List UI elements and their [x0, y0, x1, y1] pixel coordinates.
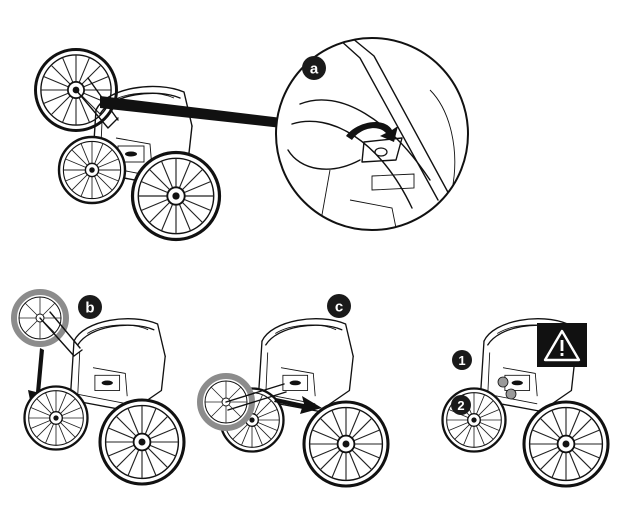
step-label-b-text: b [85, 300, 94, 317]
step-label-a: a [302, 56, 326, 80]
step-label-c: c [327, 294, 351, 318]
rear-wheel-right [130, 150, 222, 242]
warning-triangle-icon [537, 323, 587, 367]
zoom-detail-circle [275, 37, 469, 231]
check-point-1-text: 1 [458, 353, 465, 368]
check-point-2: 2 [451, 395, 471, 415]
step-c-illustration [197, 318, 390, 488]
step-b-illustration [11, 289, 186, 486]
step-label-c-text: c [335, 299, 343, 316]
step-label-a-text: a [310, 61, 319, 78]
step-label-b: b [78, 295, 102, 319]
top-overview-stroller [34, 48, 282, 242]
check-point-1: 1 [452, 350, 472, 370]
check-point-2-text: 2 [457, 398, 464, 413]
rear-wheel-left [57, 135, 127, 205]
latch-indicator-2 [505, 388, 517, 400]
latch-indicator-1 [497, 376, 509, 388]
check-illustration [441, 318, 610, 488]
